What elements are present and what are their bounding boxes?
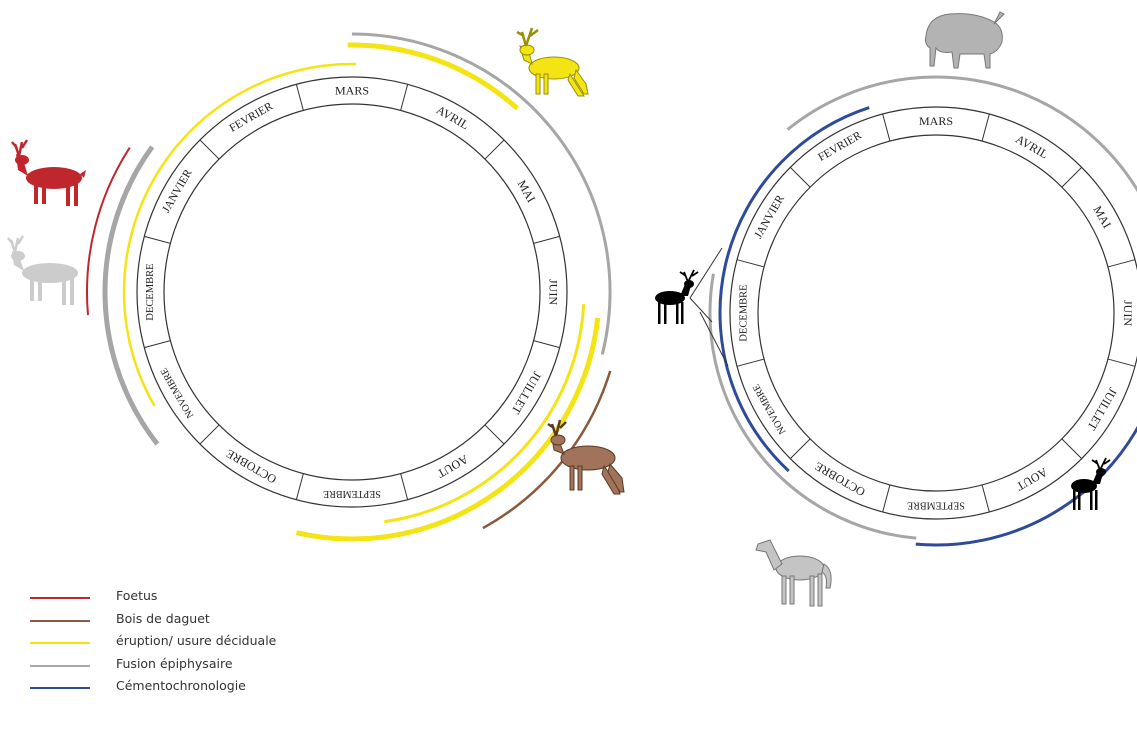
eruption-arc: [295, 317, 601, 542]
reindeer-grey-icon: [7, 235, 78, 305]
month-label-septembre: SEPTEMBRE: [323, 488, 381, 499]
month-label-octobre: OCTOBRE: [224, 446, 279, 486]
month-divider: [789, 166, 811, 188]
month-divider: [882, 484, 891, 513]
month-label-novembre: NOVEMBRE: [159, 366, 197, 420]
legend-label-fusion: Fusion épiphysaire: [116, 655, 233, 671]
month-divider: [295, 84, 304, 111]
reindeer-red-icon: [11, 139, 86, 206]
legend-label-eruption: éruption/ usure déciduale: [116, 633, 277, 648]
month-divider: [1107, 259, 1136, 268]
pointer-line: [689, 247, 723, 299]
month-wheel-right: JANVIER FEVRIER MARS AVRIL MAI JUIN JUILLET AOU…: [729, 106, 1137, 520]
month-divider: [1107, 358, 1136, 367]
eruption-arc: [122, 62, 356, 407]
fusion-arc: [786, 75, 1137, 193]
legend-swatch-cemento: [30, 687, 90, 689]
month-divider: [295, 473, 304, 500]
reindeer-yellow-icon: [516, 27, 589, 97]
month-label-mars: MARS: [919, 114, 953, 128]
legend-label-foetus: Foetus: [116, 588, 158, 603]
wheel-inner-ring: [757, 134, 1115, 492]
month-divider: [981, 113, 990, 142]
month-divider: [199, 424, 220, 445]
month-divider: [199, 139, 220, 160]
month-label-mai: MAI: [515, 178, 539, 205]
month-divider: [736, 358, 765, 367]
month-label-avril: AVRIL: [1013, 132, 1050, 162]
month-divider: [882, 113, 891, 142]
legend-swatch-foetus: [30, 597, 90, 599]
month-label-juin: JUIN: [1121, 300, 1135, 326]
month-divider: [144, 235, 171, 244]
bison-icon: [925, 11, 1005, 69]
wheel-outer-ring: [136, 76, 568, 508]
fusion-arc: [708, 273, 917, 540]
month-label-avril: AVRIL: [434, 103, 471, 133]
cemento-arc: [915, 425, 1137, 547]
pointer-line: [689, 297, 713, 323]
month-label-octobre: OCTOBRE: [812, 459, 867, 499]
pointer-line: [699, 311, 729, 367]
legend-swatch-daguet: [30, 619, 90, 622]
month-label-decembre: DECEMBRE: [145, 263, 156, 320]
month-label-mai: MAI: [1090, 203, 1114, 230]
month-label-aout: AOUT: [434, 452, 470, 481]
month-divider: [484, 139, 505, 160]
month-label-aout: AOUT: [1013, 465, 1049, 494]
month-divider: [484, 424, 505, 445]
month-divider: [736, 259, 765, 268]
month-label-juillet: JUILLET: [508, 369, 544, 417]
month-divider: [400, 473, 409, 500]
month-label-juillet: JUILLET: [1084, 385, 1120, 433]
wheel-outer-ring: [729, 106, 1137, 520]
month-divider: [533, 235, 560, 244]
month-wheel-left: JANVIER FEVRIER MARS AVRIL MAI JUIN JUILLET AOU…: [136, 76, 568, 508]
eruption-arc: [384, 304, 586, 524]
foetus-arc: [86, 147, 131, 316]
month-label-fevrier: FEVRIER: [227, 100, 275, 135]
month-label-mars: MARS: [335, 84, 369, 98]
month-divider: [1061, 438, 1083, 460]
legend-label-daguet: Bois de daguet: [116, 610, 210, 626]
month-divider: [1061, 166, 1083, 188]
month-label-septembre: SEPTEMBRE: [907, 500, 965, 511]
season-arcs: [86, 32, 1137, 547]
fusion-arc: [102, 145, 160, 446]
month-label-janvier: JANVIER: [753, 193, 788, 241]
eruption-arc: [347, 42, 519, 111]
month-divider: [789, 438, 811, 460]
month-label-novembre: NOVEMBRE: [751, 382, 789, 436]
deer-black-icon: [655, 269, 699, 324]
fusion-arc: [351, 32, 612, 355]
legend-swatch-eruption: [30, 642, 90, 644]
cemento-arc: [718, 106, 870, 473]
legend-label-cemento: Cémentochronologie: [116, 678, 246, 693]
month-label-juin: JUIN: [547, 279, 561, 305]
month-label-janvier: JANVIER: [160, 167, 195, 215]
month-divider: [400, 84, 409, 111]
month-divider: [981, 484, 990, 513]
horse-icon: [755, 539, 832, 607]
month-label-fevrier: FEVRIER: [816, 129, 864, 164]
reindeer-brown-icon: [547, 419, 625, 495]
deer-black-icon: [1071, 457, 1111, 510]
month-label-decembre: DECEMBRE: [739, 284, 750, 341]
month-divider: [144, 340, 171, 349]
legend-swatch-fusion: [30, 664, 90, 667]
wheel-inner-ring: [163, 103, 541, 481]
month-divider: [533, 340, 560, 349]
